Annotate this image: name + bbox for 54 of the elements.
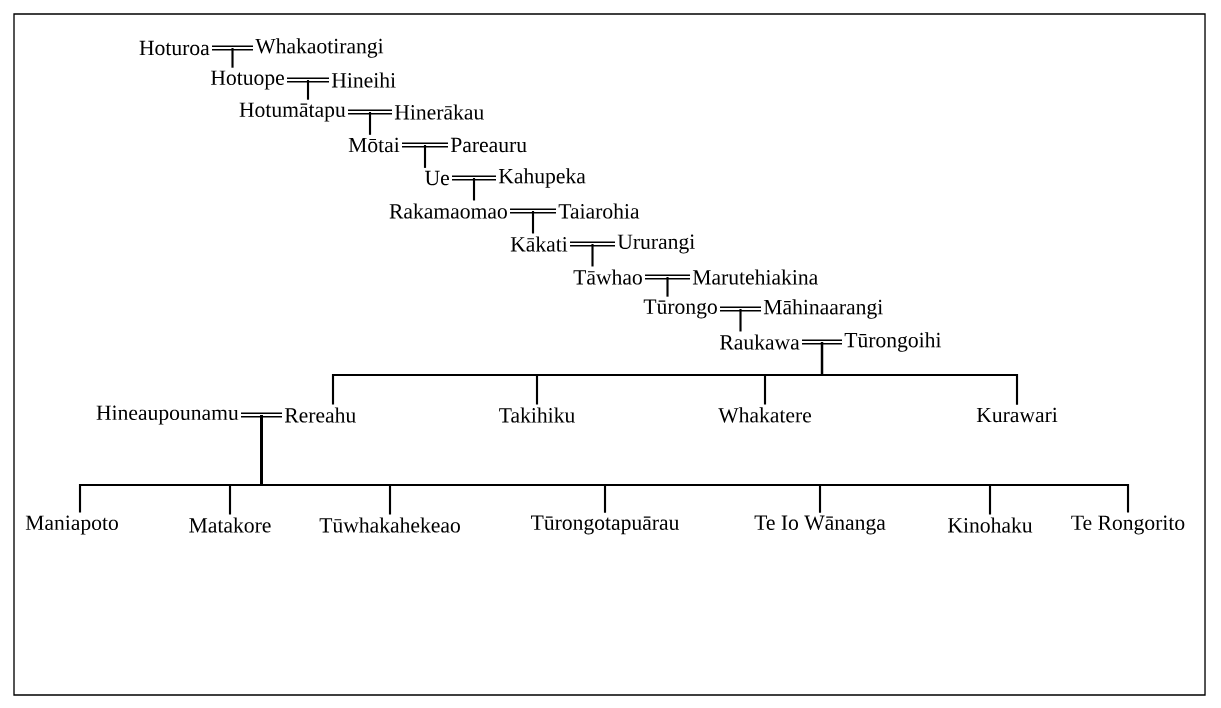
person-name: Raukawa [720, 334, 800, 350]
person-name: Matakore [189, 517, 271, 533]
descent-line [531, 211, 535, 234]
descent-line [231, 48, 234, 68]
person-name: Tūrongo [643, 299, 717, 319]
person-name: Kurawari [976, 407, 1058, 423]
person-name: Kākati [510, 236, 568, 252]
marriage-line [212, 45, 253, 51]
person-name: Tūwhakahekeao [319, 517, 460, 533]
person-name: Kahupeka [498, 168, 586, 188]
person-name: Kinohaku [948, 517, 1033, 533]
person-name: Hineaupounamu [96, 405, 239, 425]
descent-line [739, 309, 742, 332]
person-name: Rereahu [284, 407, 356, 423]
marriage-line [452, 175, 496, 181]
person-name: Te Rongorito [1071, 515, 1185, 535]
person-name: Rakamaomao [389, 203, 507, 219]
person-name: Hotumātapu [239, 102, 346, 122]
person-name: Whakaotirangi [255, 38, 384, 58]
descent-line [306, 80, 310, 100]
descent-line [820, 342, 1019, 405]
person-name: Hinerākau [394, 104, 484, 120]
marriage-line [570, 241, 615, 247]
person-name: Hoturoa [139, 40, 210, 56]
marriage-line [802, 339, 842, 345]
person-name: Tūrongoihi [844, 332, 942, 352]
person-name: Ue [425, 170, 449, 186]
descent-line [423, 145, 427, 168]
person-name: Hineihi [331, 72, 396, 88]
person-name: Tāwhao [573, 269, 642, 285]
person-name: Māhinaarangi [763, 299, 883, 319]
marriage-line [287, 77, 329, 83]
person-name: Te Io Wānanga [754, 515, 886, 535]
marriage-line [645, 274, 690, 280]
descent-line [472, 178, 476, 201]
marriage-line [402, 142, 448, 148]
person-name: Takihiku [499, 407, 575, 423]
marriage-line [241, 412, 282, 418]
descent-line [368, 112, 372, 135]
person-name: Whakatere [718, 407, 812, 423]
marriage-line [510, 208, 556, 214]
person-name: Tūrongotapuārau [531, 515, 680, 535]
marriage-line [348, 109, 392, 115]
descent-line [591, 244, 594, 267]
person-name: Hotuope [211, 70, 284, 90]
person-name: Maniapoto [25, 515, 118, 535]
person-name: Pareauru [450, 137, 527, 153]
person-name: Mōtai [348, 137, 400, 153]
marriage-line [720, 306, 761, 312]
person-name: Marutehiakina [692, 269, 818, 285]
person-name: Taiarohia [558, 203, 640, 219]
descent-line [666, 277, 669, 297]
descent-line [260, 415, 1130, 513]
person-name: Ururangi [617, 234, 695, 254]
